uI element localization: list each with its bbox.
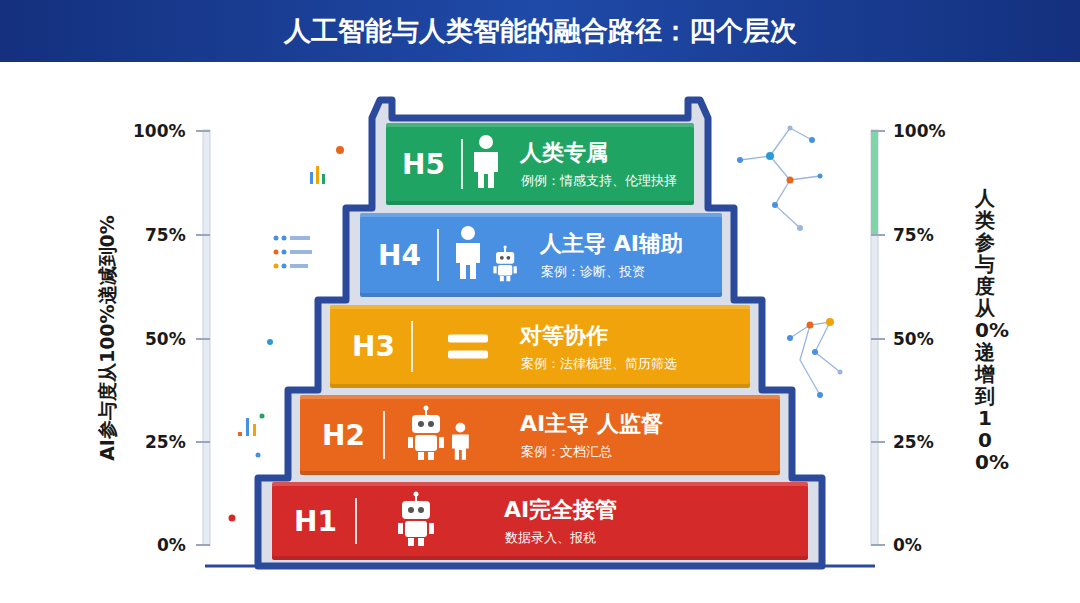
stair-outline	[258, 100, 822, 566]
tick-label: 75%	[145, 225, 186, 245]
axis-title: 人类参与度从0%递增到100%	[975, 187, 995, 473]
right-axis-fill	[871, 130, 878, 235]
level-example: 例例：情感支持、伦理抉择	[521, 172, 677, 190]
level-example: 案例：诊断、投资	[541, 263, 645, 281]
level-band: H4 人主导 AI辅助案例：诊断、投资	[360, 213, 722, 297]
level-band: H1 AI完全接管数据录入、报税	[272, 482, 808, 560]
level-band: H5 人类专属例例：情感支持、伦理抉择	[386, 123, 694, 205]
decoration-bars	[310, 146, 344, 184]
tick-label: 0%	[157, 535, 186, 555]
decoration-dots	[229, 236, 313, 522]
decoration-network	[740, 128, 840, 395]
base-line	[205, 565, 875, 568]
axis-title: AI参与度从100%递减到0%	[95, 215, 121, 461]
level-code: H4	[378, 239, 421, 272]
level-heading: 人主导 AI辅助	[540, 229, 683, 259]
decoration-nodes	[737, 126, 843, 399]
level-code: H3	[352, 330, 395, 363]
level-heading: 人类专属	[520, 138, 608, 168]
level-code: H5	[402, 148, 445, 181]
tick-label: 25%	[893, 432, 934, 452]
level-heading: AI完全接管	[504, 495, 617, 525]
level-heading: AI主导 人监督	[520, 409, 663, 439]
level-example: 数据录入、报税	[505, 529, 596, 547]
level-code: H1	[294, 505, 337, 538]
left-ticks	[196, 131, 210, 545]
right-axis	[871, 130, 878, 545]
tick-label: 100%	[133, 121, 186, 141]
level-example: 案例：文档汇总	[521, 443, 612, 461]
left-axis	[203, 130, 210, 545]
level-band: H3 对等协作案例：法律梳理、简历筛选	[330, 305, 750, 388]
tick-label: 0%	[893, 535, 922, 555]
level-heading: 对等协作	[520, 321, 608, 351]
title: 人工智能与人类智能的融合路径：四个层次	[0, 0, 1080, 62]
right-ticks	[871, 131, 885, 545]
tick-label: 50%	[145, 329, 186, 349]
tick-label: 25%	[145, 432, 186, 452]
tick-label: 75%	[893, 225, 934, 245]
level-band: H2 AI主导 人监督案例：文档汇总	[300, 395, 780, 475]
level-code: H2	[322, 419, 365, 452]
tick-label: 100%	[893, 121, 946, 141]
tick-label: 50%	[893, 329, 934, 349]
level-example: 案例：法律梳理、简历筛选	[521, 355, 677, 373]
